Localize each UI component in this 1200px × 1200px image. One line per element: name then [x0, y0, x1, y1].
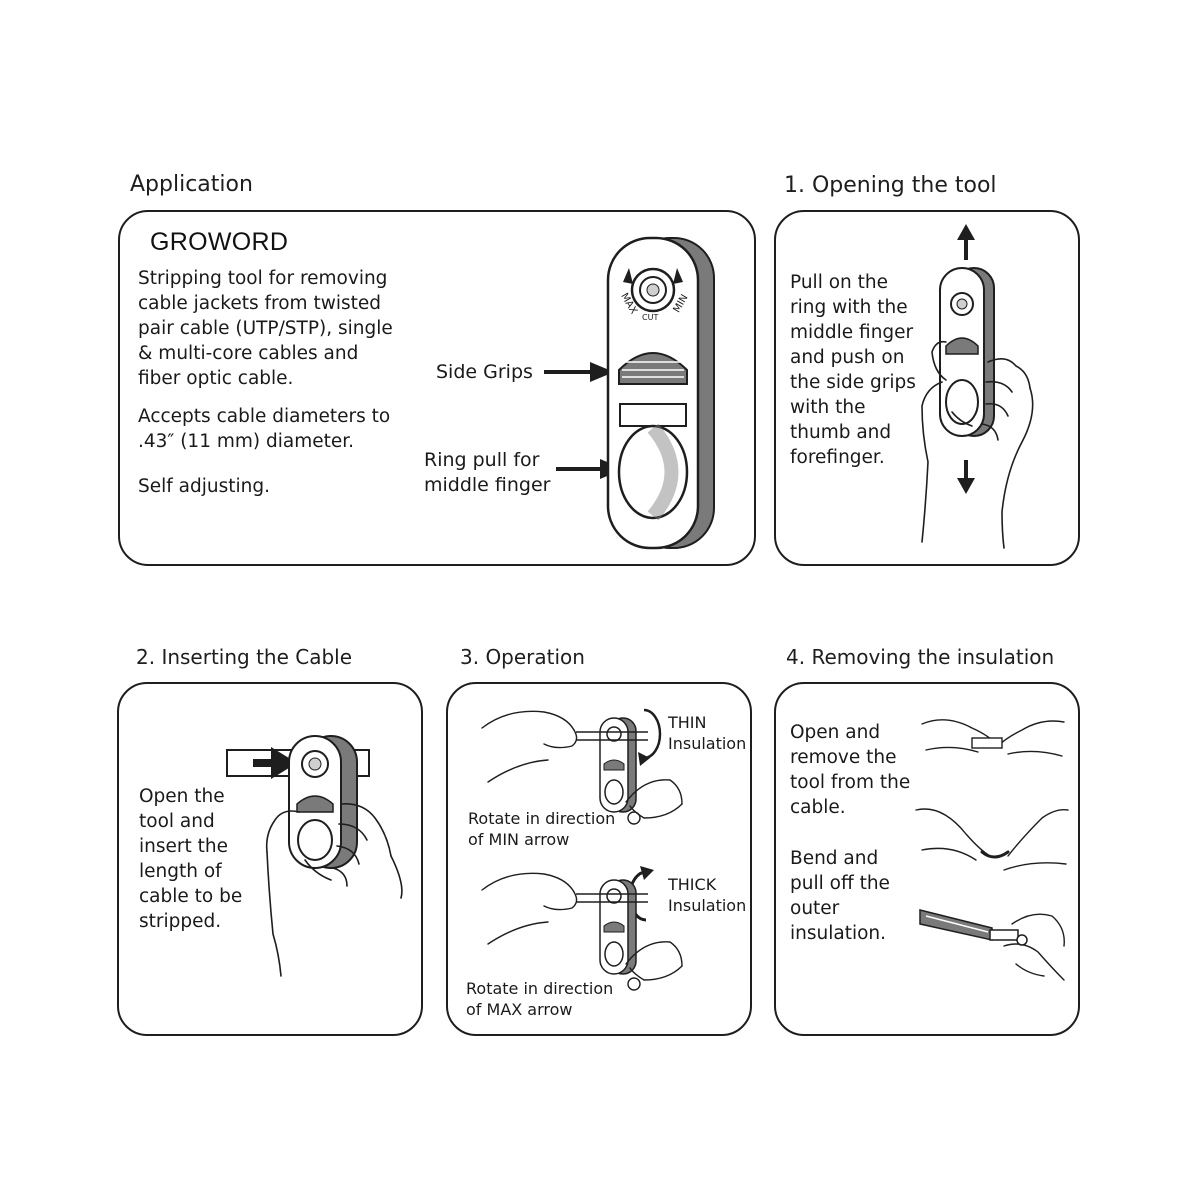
step1-heading: 1. Opening the tool: [784, 173, 997, 198]
step1-panel: Pull on the ring with the middle finger …: [774, 210, 1080, 566]
step3-rotate-min-2: of MIN arrow: [468, 830, 570, 849]
step4-illustration: [915, 719, 1069, 981]
arrow-right-icon: [253, 747, 297, 779]
application-diameters: Accepts cable diameters to .43″ (11 mm) …: [138, 406, 391, 452]
arrow-up-icon: [957, 224, 975, 260]
step4-text-open: Open and remove the tool from the cable.: [790, 722, 911, 818]
step1-illustration: [921, 224, 1034, 549]
application-description: Stripping tool for removing cable jacket…: [138, 268, 393, 389]
step1-text: Pull on the ring with the middle finger …: [790, 272, 916, 468]
step3-thick-label-2: Insulation: [668, 896, 747, 915]
application-self-adjusting: Self adjusting.: [138, 476, 270, 497]
arrow-right-icon: [544, 362, 614, 382]
hand-icon: [265, 802, 403, 977]
step3-thin-label-2: Insulation: [668, 734, 747, 753]
step3-rotate-max-2: of MAX arrow: [466, 1000, 573, 1019]
step2-illustration: [226, 735, 403, 977]
callout-ring-pull-line2: middle finger: [424, 474, 551, 496]
step3-panel: THIN Insulation Rotate in direction of M…: [446, 682, 752, 1036]
step3-illustration: [481, 708, 683, 991]
step4-text-bend: Bend and pull off the outer insulation.: [790, 848, 890, 944]
hand-icon: [481, 872, 683, 991]
step3-heading: 3. Operation: [460, 645, 585, 669]
application-panel: GROWORD Stripping tool for removing cabl…: [118, 210, 756, 566]
callout-ring-pull-line1: Ring pull for: [424, 449, 540, 471]
hand-icon: [915, 719, 1069, 981]
hand-icon: [481, 710, 683, 825]
step2-text: Open the tool and insert the length of c…: [139, 786, 243, 932]
step3-thin-label-1: THIN: [668, 713, 707, 732]
step3-rotate-max-1: Rotate in direction: [466, 979, 614, 998]
stripping-tool-icon: [544, 236, 715, 550]
application-heading: Application: [130, 172, 253, 197]
brand-name: GROWORD: [150, 228, 289, 256]
callout-side-grips: Side Grips: [436, 361, 533, 383]
step2-heading: 2. Inserting the Cable: [136, 645, 353, 669]
hand-icon: [921, 340, 1034, 549]
step3-thick-label-1: THICK: [668, 875, 717, 894]
rotate-cw-icon: [638, 708, 662, 766]
dial-label-cut: CUT: [642, 313, 659, 322]
arrow-down-icon: [957, 460, 975, 494]
step4-heading: 4. Removing the insulation: [786, 645, 1055, 669]
step3-rotate-min-1: Rotate in direction: [468, 809, 616, 828]
step2-panel: Open the tool and insert the length of c…: [117, 682, 423, 1036]
step4-panel: Open and remove the tool from the cable.…: [774, 682, 1080, 1036]
